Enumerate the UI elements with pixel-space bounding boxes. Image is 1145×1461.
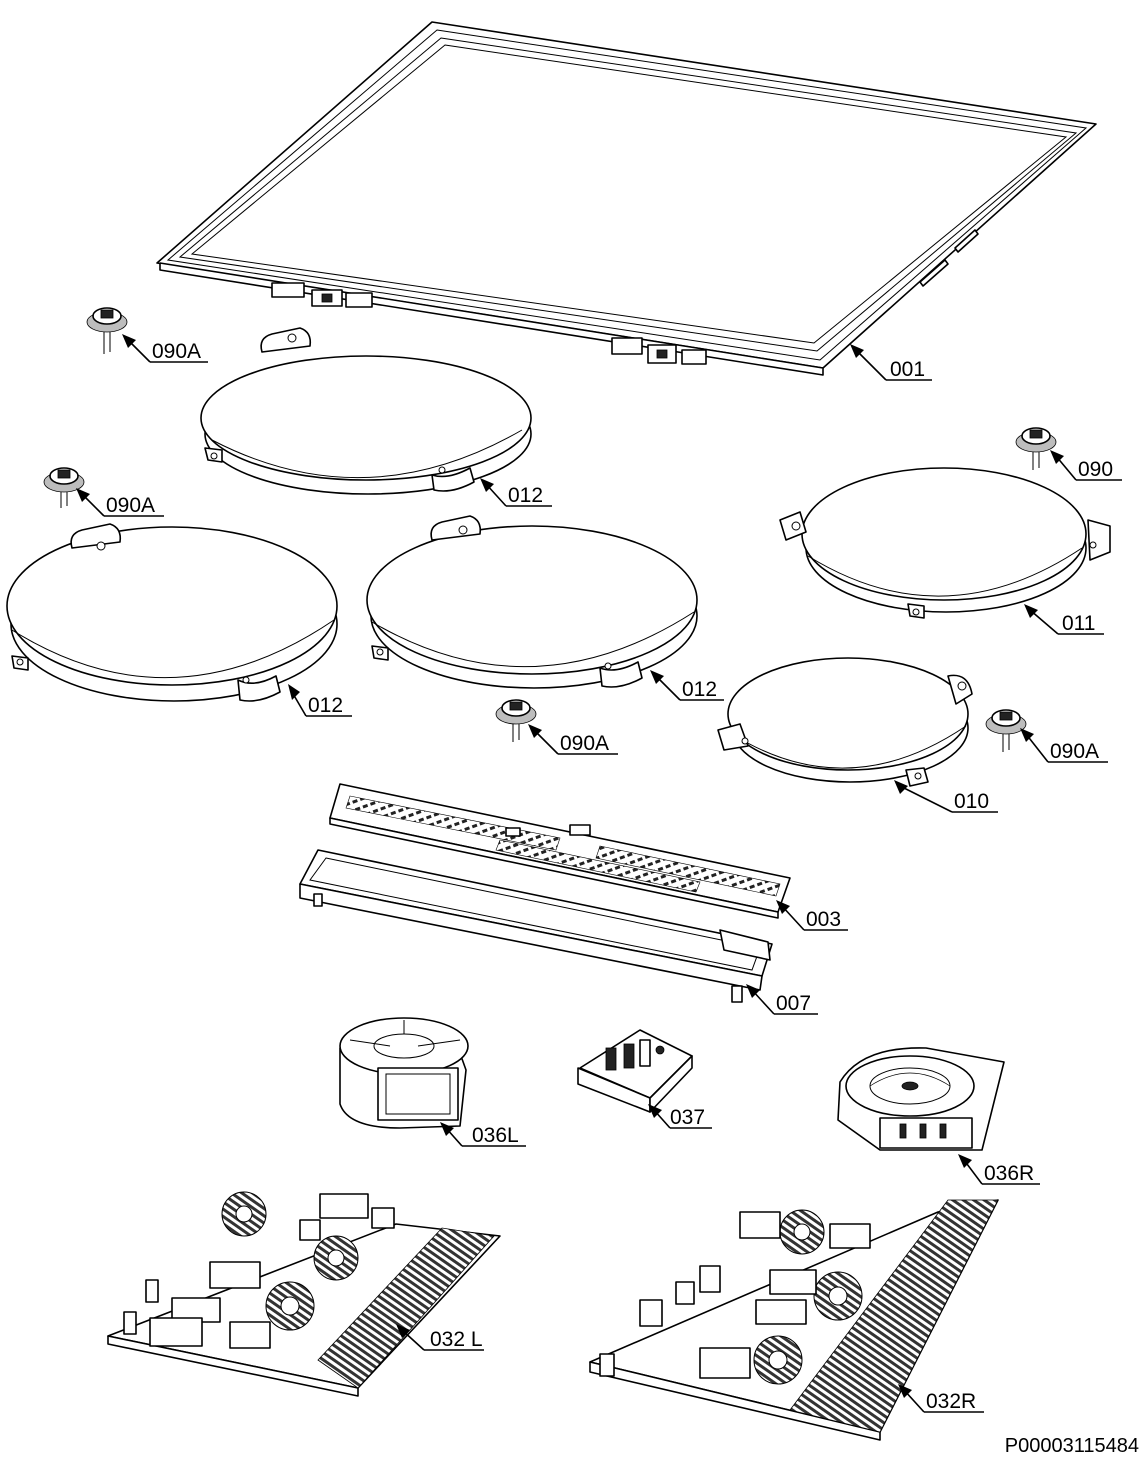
label-010: 010 xyxy=(954,790,989,813)
label-036r: 036R xyxy=(984,1162,1034,1185)
callout-zone-small: 010 xyxy=(894,780,998,813)
callout-zone-top: 012 xyxy=(480,478,552,507)
label-001: 001 xyxy=(890,358,925,381)
fan-left-part xyxy=(339,1017,469,1129)
callout-fan-left: 036L xyxy=(440,1122,526,1147)
label-003: 003 xyxy=(806,908,841,931)
callout-control-board: 003 xyxy=(776,900,848,931)
callout-board-bracket: 007 xyxy=(746,984,818,1015)
sensor-knob-top-left xyxy=(86,307,128,354)
control-board-part xyxy=(329,783,791,919)
label-090a-mid-left: 090A xyxy=(106,494,155,517)
power-board-left-part xyxy=(107,1191,501,1397)
power-board-right-part xyxy=(589,1199,999,1441)
label-036l: 036L xyxy=(472,1124,519,1147)
callout-knob-lower-right: 090A xyxy=(1020,728,1108,763)
sensor-knob-right xyxy=(1015,427,1057,470)
label-032r: 032R xyxy=(926,1390,976,1413)
cooking-zone-top xyxy=(200,327,532,495)
board-bracket-part xyxy=(299,849,773,1003)
callout-zone-center: 012 xyxy=(650,670,724,701)
callout-zone-left: 012 xyxy=(288,684,352,717)
label-007: 007 xyxy=(776,992,811,1015)
callout-knob-right: 090 xyxy=(1050,450,1122,481)
callout-power-board-left: 032 L xyxy=(396,1324,484,1351)
callout-power-board-right: 032R xyxy=(898,1384,984,1413)
callout-knob-center: 090A xyxy=(528,724,618,755)
callout-zone-right-large: 011 xyxy=(1024,604,1104,635)
label-037: 037 xyxy=(670,1106,705,1129)
sensor-knob-center xyxy=(495,699,537,742)
label-012-left: 012 xyxy=(308,694,343,717)
cooking-zone-left xyxy=(6,523,338,702)
callout-frame: 001 xyxy=(850,344,932,381)
label-011: 011 xyxy=(1062,612,1095,635)
label-090-right: 090 xyxy=(1078,458,1113,481)
label-012-top: 012 xyxy=(508,484,543,507)
label-090a-center: 090A xyxy=(560,732,609,755)
callout-fan-right: 036R xyxy=(958,1154,1040,1185)
terminal-block-part xyxy=(577,1029,693,1113)
sensor-knob-mid-left xyxy=(43,467,85,508)
fan-right-part xyxy=(837,1047,1005,1151)
callout-knob-top-left: 090A xyxy=(122,334,208,363)
label-090a-lower-right: 090A xyxy=(1050,740,1099,763)
sensor-knob-lower-right xyxy=(985,709,1027,752)
callout-knob-mid-left: 090A xyxy=(76,488,164,517)
label-032l: 032 L xyxy=(430,1328,483,1351)
label-012-center: 012 xyxy=(682,678,717,701)
callout-terminal-block: 037 xyxy=(648,1104,712,1129)
reference-code: P00003115484 xyxy=(1005,1435,1139,1457)
cooking-zone-center xyxy=(366,515,698,689)
glass-frame-part xyxy=(156,21,1097,376)
cooking-zone-small xyxy=(717,657,973,787)
label-090a-top-left: 090A xyxy=(152,340,201,363)
cooking-zone-right-large xyxy=(779,467,1111,619)
